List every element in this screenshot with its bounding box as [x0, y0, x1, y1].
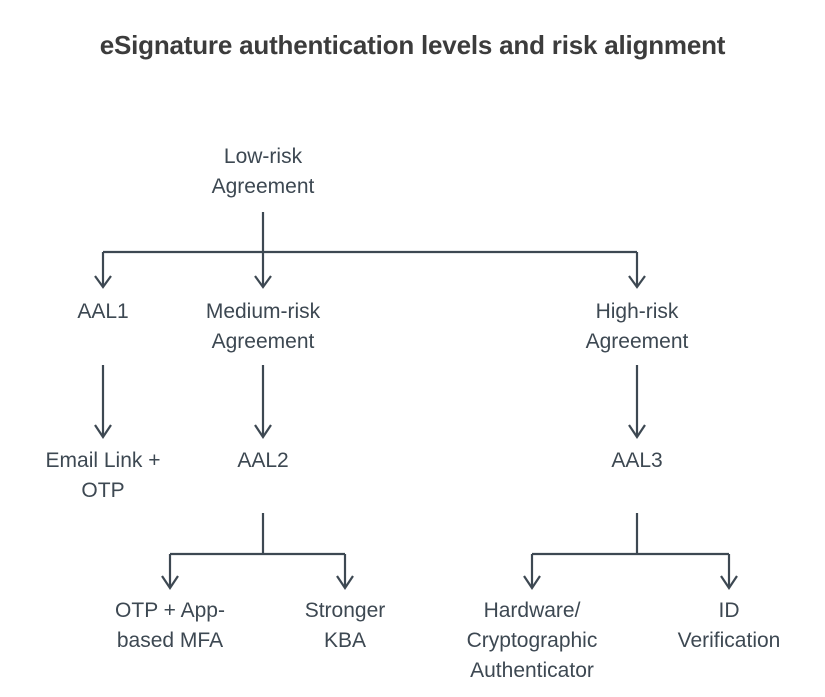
arrow-to-high	[628, 275, 646, 289]
arrow-to-hardware	[523, 575, 541, 590]
arrow-to-idverif	[720, 575, 738, 590]
page-title: eSignature authentication levels and ris…	[99, 30, 726, 60]
node-stronger-kba[interactable]: Stronger KBA	[304, 599, 386, 652]
node-id-verification[interactable]: ID Verification	[677, 599, 781, 652]
node-high-risk-agreement[interactable]: High-risk Agreement	[585, 300, 689, 353]
arrow-to-emailotp	[94, 424, 112, 439]
arrow-to-kba	[336, 575, 354, 590]
arrow-to-medium	[254, 275, 272, 289]
node-aal1[interactable]: AAL1	[77, 300, 129, 323]
node-email-link-otp[interactable]: Email Link + OTP	[45, 449, 161, 502]
arrow-to-otpmfa	[161, 575, 179, 590]
node-otp-app-based-mfa[interactable]: OTP + App- based MFA	[115, 599, 225, 652]
node-low-risk-agreement[interactable]: Low-risk Agreement	[211, 145, 315, 198]
arrow-to-aal3	[628, 424, 646, 439]
node-hardware-cryptographic-authenticator[interactable]: Hardware/ Cryptographic Authenticator	[466, 599, 598, 682]
node-medium-risk-agreement[interactable]: Medium-risk Agreement	[205, 300, 321, 353]
node-aal2[interactable]: AAL2	[237, 449, 289, 472]
arrow-to-aal2	[254, 424, 272, 439]
node-aal3[interactable]: AAL3	[611, 449, 663, 472]
arrow-to-aal1	[94, 275, 112, 289]
